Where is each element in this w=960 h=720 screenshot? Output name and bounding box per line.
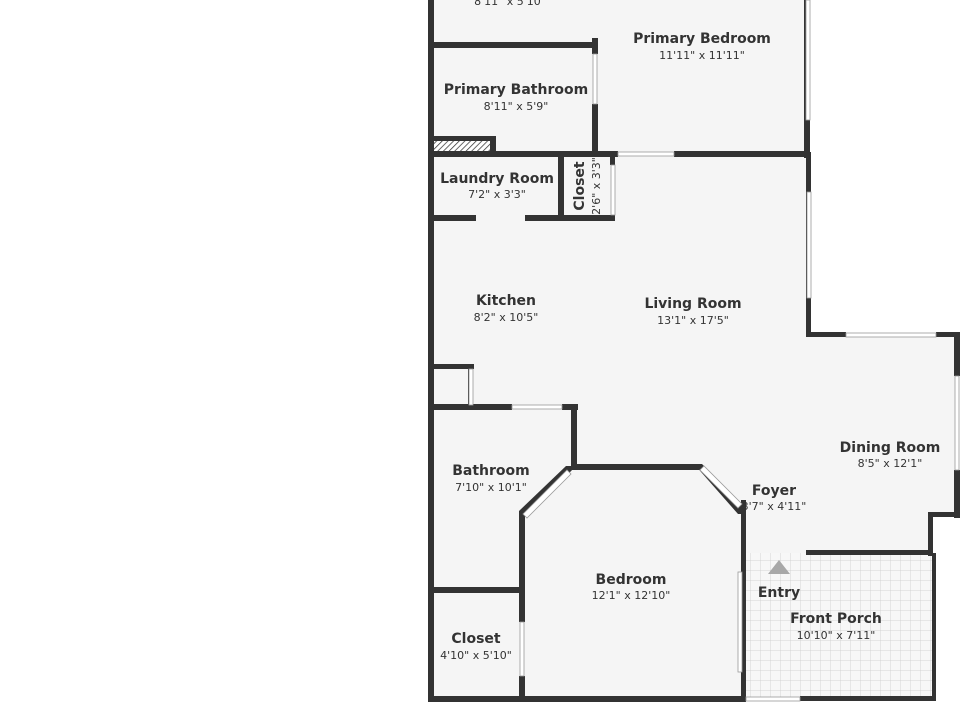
wall-closet-right-lower [519,676,525,700]
closet-small-name: Closet [572,161,588,211]
wall-bath-top-left [428,404,512,410]
entry-label: Entry [758,585,800,601]
wall-dining-top-right [936,332,960,337]
dining-room-dims: 8'5" x 12'1" [858,457,923,470]
wall-laundry-bottom-right [525,215,615,221]
opening-bedroom-angle-right [699,465,743,509]
wall-closet-right [610,151,615,165]
wall-laundry-bottom-left [428,215,476,221]
opening-primary-bath-left [592,53,598,105]
top-partial-dims: 8'11" x 5'10" [474,0,546,8]
wall-hatch-right [490,136,496,156]
kitchen-dims: 8'2" x 10'5" [474,311,539,324]
closet-dims: 4'10" x 5'10" [440,649,512,662]
wall-foyer-bottom [806,550,933,555]
opening-closet-lower [519,621,525,677]
closet-name: Closet [451,631,501,647]
hatch-block [434,141,490,151]
wall-nook-top [428,364,474,369]
wall-primary-bed-left-upper [592,38,598,54]
opening-bedroom-angle-left [522,469,572,519]
wall-bath-bedroom-divider [519,516,525,622]
opening-bath-top [511,404,563,410]
wall-bath-top-right [562,404,578,410]
wall-porch-bottom [800,696,936,701]
bathroom-dims: 7'10" x 10'1" [455,481,527,494]
window-dining-right [954,375,960,471]
wall-dining-right-lower [954,470,960,518]
wall-closet-left [558,151,564,221]
front-porch-name: Front Porch [790,611,882,627]
bathroom-name: Bathroom [452,463,530,479]
opening-closet-right [610,164,616,216]
opening-foyer-left [737,571,743,673]
wall-bottom [428,696,746,702]
primary-bedroom-name: Primary Bedroom [633,31,771,47]
closet-small-dims: 2'6" x 3'3" [590,157,603,215]
windows [468,0,960,702]
opening-nook [468,368,474,406]
primary-bedroom-dims: 11'11" x 11'11" [659,49,745,62]
wall-bedroom-top [571,464,699,470]
wall-porch-right [932,553,936,699]
opening-primary-bed-bottom [617,151,675,157]
wall-dining-right [954,332,960,376]
opening-porch-bottom [745,696,801,702]
bedroom-name: Bedroom [596,572,667,588]
laundry-room-dims: 7'2" x 3'3" [468,188,526,201]
living-room-name: Living Room [644,296,741,312]
laundry-room-name: Laundry Room [440,171,554,187]
wall-dining-top [806,332,846,337]
wall-dining-step [928,512,960,517]
wall-closet-top [428,587,524,593]
window-living-right [806,191,812,299]
primary-bathroom-dims: 8'11" x 5'9" [484,100,549,113]
closet-small-label: Closet 2'6" x 3'3" [572,157,603,215]
foyer-dims: 3'7" x 4'11" [742,500,807,513]
wall-left-outer [428,0,434,702]
entry-arrow-icon [768,560,790,574]
room-labels: 8'11" x 5'10" Primary Bedroom 11'11" x 1… [440,0,940,662]
wall-horizontal-mid [428,151,618,157]
wall-horizontal-mid-right [674,151,810,157]
dining-room-name: Dining Room [840,440,941,456]
primary-bathroom-name: Primary Bathroom [444,82,588,98]
bedroom-dims: 12'1" x 12'10" [592,589,671,602]
living-room-dims: 13'1" x 17'5" [657,314,729,327]
wall-primary-bath-right [592,104,598,156]
wall-hatch-top [428,136,496,141]
window-primary-bed-right [805,0,811,121]
wall-bath-right-upper [571,404,577,470]
kitchen-name: Kitchen [476,293,536,309]
porch-floor [743,553,933,698]
window-dining-top [845,332,937,338]
front-porch-dims: 10'10" x 7'11" [797,629,876,642]
wall-foyer-left [741,500,746,702]
foyer-name: Foyer [752,483,796,499]
wall-dining-step-down [928,512,933,556]
wall-top-partial-bottom [428,42,598,48]
